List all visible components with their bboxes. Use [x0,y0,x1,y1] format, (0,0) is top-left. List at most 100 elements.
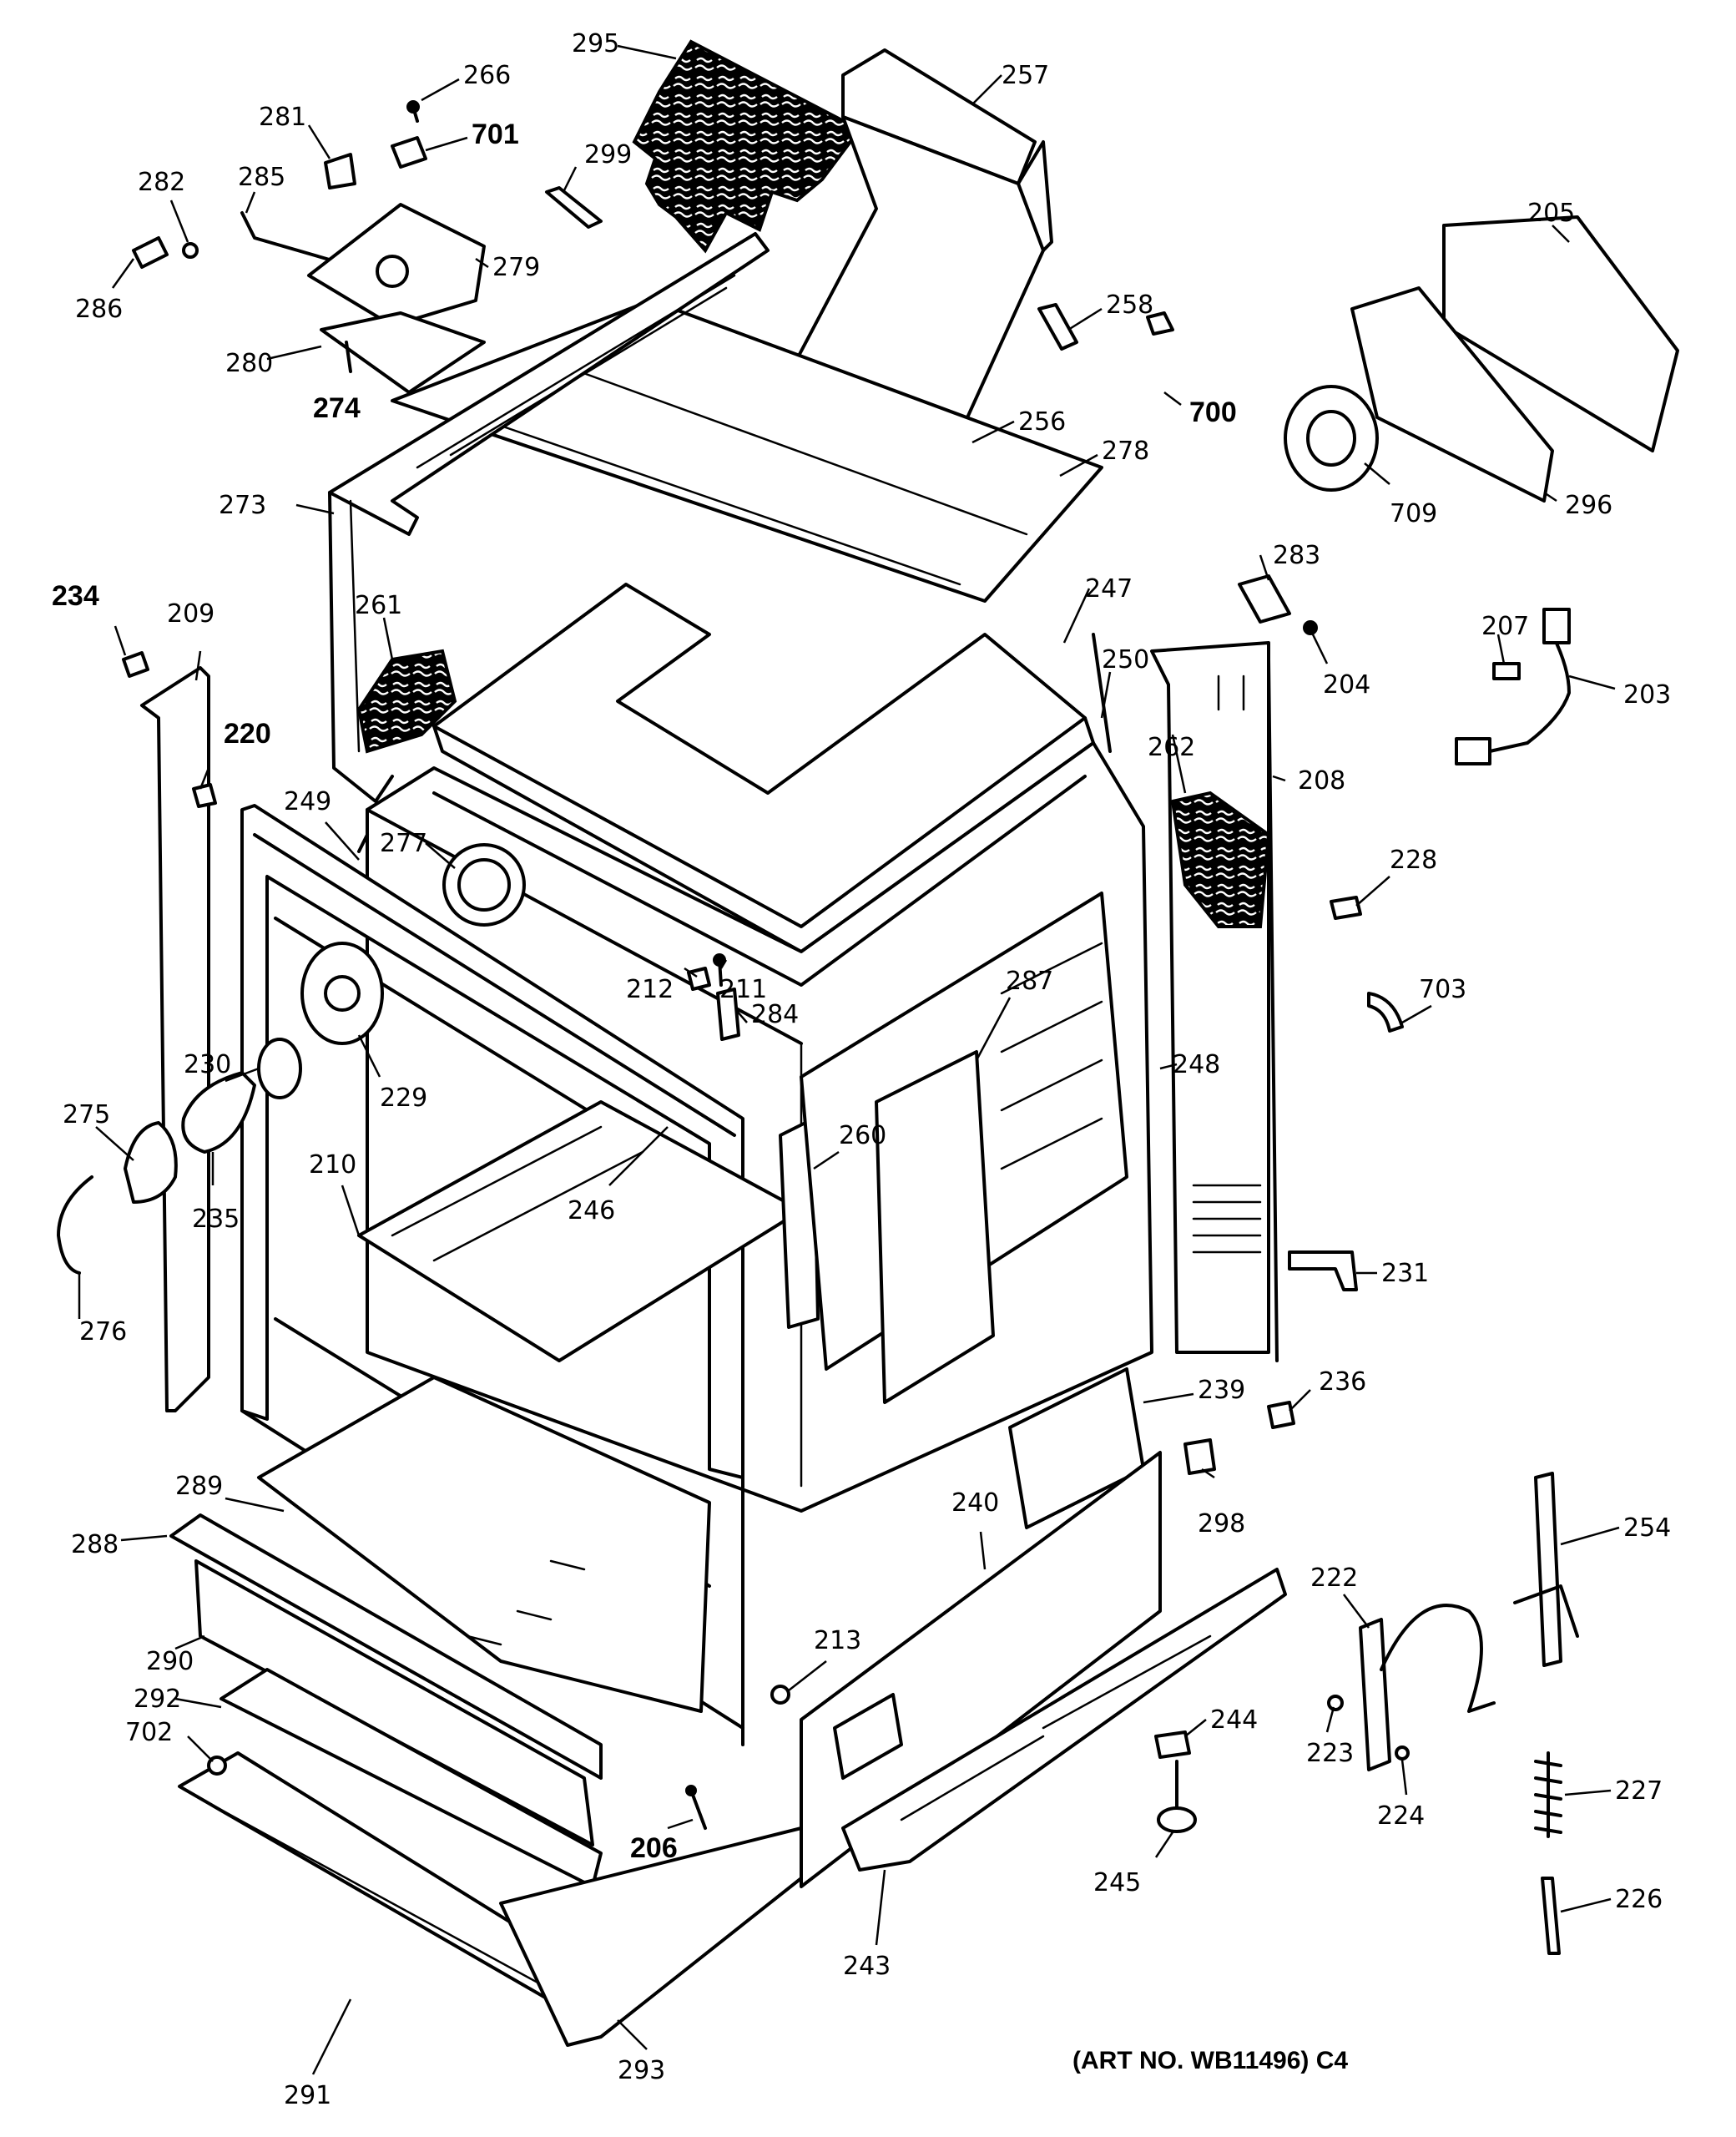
label-282: 282 [138,168,185,197]
part-281-switch [324,153,356,189]
label-213: 213 [814,1626,861,1655]
label-262: 262 [1148,733,1195,762]
label-234: 234 [52,580,99,612]
label-289: 289 [175,1472,223,1501]
part-208-rear-strip [1267,658,1279,1362]
label-275: 275 [63,1100,110,1129]
label-276: 276 [79,1317,127,1346]
label-250: 250 [1102,645,1149,674]
label-246: 246 [568,1196,615,1225]
label-248: 248 [1173,1050,1220,1079]
part-226-link [1541,1877,1561,1955]
label-279: 279 [492,253,540,282]
label-206: 206 [630,1832,678,1864]
part-703-bracket [1367,992,1404,1033]
part-299-bracket [545,186,603,229]
part-235-bulb [181,1071,256,1154]
label-224: 224 [1377,1801,1425,1831]
label-203: 203 [1623,680,1671,710]
label-273: 273 [219,491,266,520]
part-249-gasket [357,833,369,853]
label-274: 274 [313,392,361,424]
part-289-broiler-pan [257,1376,711,1713]
label-257: 257 [1002,61,1049,90]
part-266-screw [406,100,420,123]
part-205-back-shield [1442,215,1679,452]
part-228-clip [1330,896,1362,920]
label-256: 256 [1018,407,1066,437]
label-244: 244 [1210,1705,1258,1735]
part-275-lens [124,1121,178,1204]
label-291: 291 [284,2081,331,2110]
label-293: 293 [618,2056,665,2085]
label-236: 236 [1319,1367,1366,1397]
part-230-socket [257,1038,302,1099]
part-244-clip [1154,1730,1191,1759]
label-280: 280 [225,349,273,378]
part-labels: 295 257 266 701 281 299 282 285 279 286 … [52,29,1671,2110]
label-701: 701 [472,119,519,150]
part-258-bracket [1037,303,1078,351]
part-206-screw [685,1785,707,1830]
part-280-mount-plate [320,311,486,394]
label-220: 220 [224,718,271,750]
label-261: 261 [355,591,402,620]
label-227: 227 [1615,1776,1663,1806]
part-207-terminal [1492,662,1521,680]
label-702: 702 [125,1718,173,1747]
part-243-drawer-slide [841,1568,1287,1872]
part-223-screw [1327,1695,1344,1711]
art-number: (ART NO. WB11496) C4 [1072,2047,1348,2074]
label-254: 254 [1623,1513,1671,1543]
part-296-bracket [1350,286,1554,503]
label-260: 260 [839,1121,886,1150]
label-281: 281 [259,103,306,132]
label-286: 286 [75,295,123,324]
part-245-leveling-leg [1157,1760,1197,1833]
label-285: 285 [238,163,285,192]
part-701-clip [391,136,427,169]
label-212: 212 [626,975,674,1004]
part-224-nut [1395,1745,1410,1761]
part-292-drawer-bottom [220,1668,603,1888]
label-278: 278 [1102,437,1149,466]
label-211: 211 [719,975,767,1004]
label-226: 226 [1615,1885,1663,1914]
part-236-clip [1267,1401,1295,1429]
label-222: 222 [1310,1564,1358,1593]
label-207: 207 [1481,612,1529,641]
label-292: 292 [134,1685,181,1714]
label-230: 230 [184,1050,231,1079]
part-203-power-cord [1455,608,1571,765]
part-700-clip [1146,311,1174,336]
label-223: 223 [1306,1739,1354,1768]
label-243: 243 [843,1952,891,1981]
label-700: 700 [1189,397,1237,428]
part-254-hinge-arm [1513,1472,1579,1667]
label-258: 258 [1106,290,1153,320]
label-298: 298 [1198,1509,1245,1538]
part-231-bracket [1288,1250,1358,1291]
leader-lines [78,44,1620,2075]
part-240-kick-panel [800,1451,1162,1888]
label-249: 249 [284,787,331,816]
part-295-insulation-blanket [632,39,863,254]
part-284-bracket [716,988,740,1041]
part-229-light-housing [300,942,384,1045]
label-703: 703 [1419,975,1466,1004]
part-220-clip [192,783,217,808]
part-288-drawer-front-rail [169,1513,603,1780]
label-296: 296 [1565,491,1612,520]
label-290: 290 [146,1647,194,1676]
label-709: 709 [1390,499,1437,528]
label-209: 209 [167,599,214,629]
label-284: 284 [751,1000,799,1029]
part-276-wire-clip [57,1175,93,1275]
label-235: 235 [192,1205,240,1234]
part-282-screw [182,242,199,259]
label-287: 287 [1006,967,1053,996]
part-213-screw [770,1685,790,1705]
part-274-cover [345,341,352,373]
label-295: 295 [572,29,619,58]
